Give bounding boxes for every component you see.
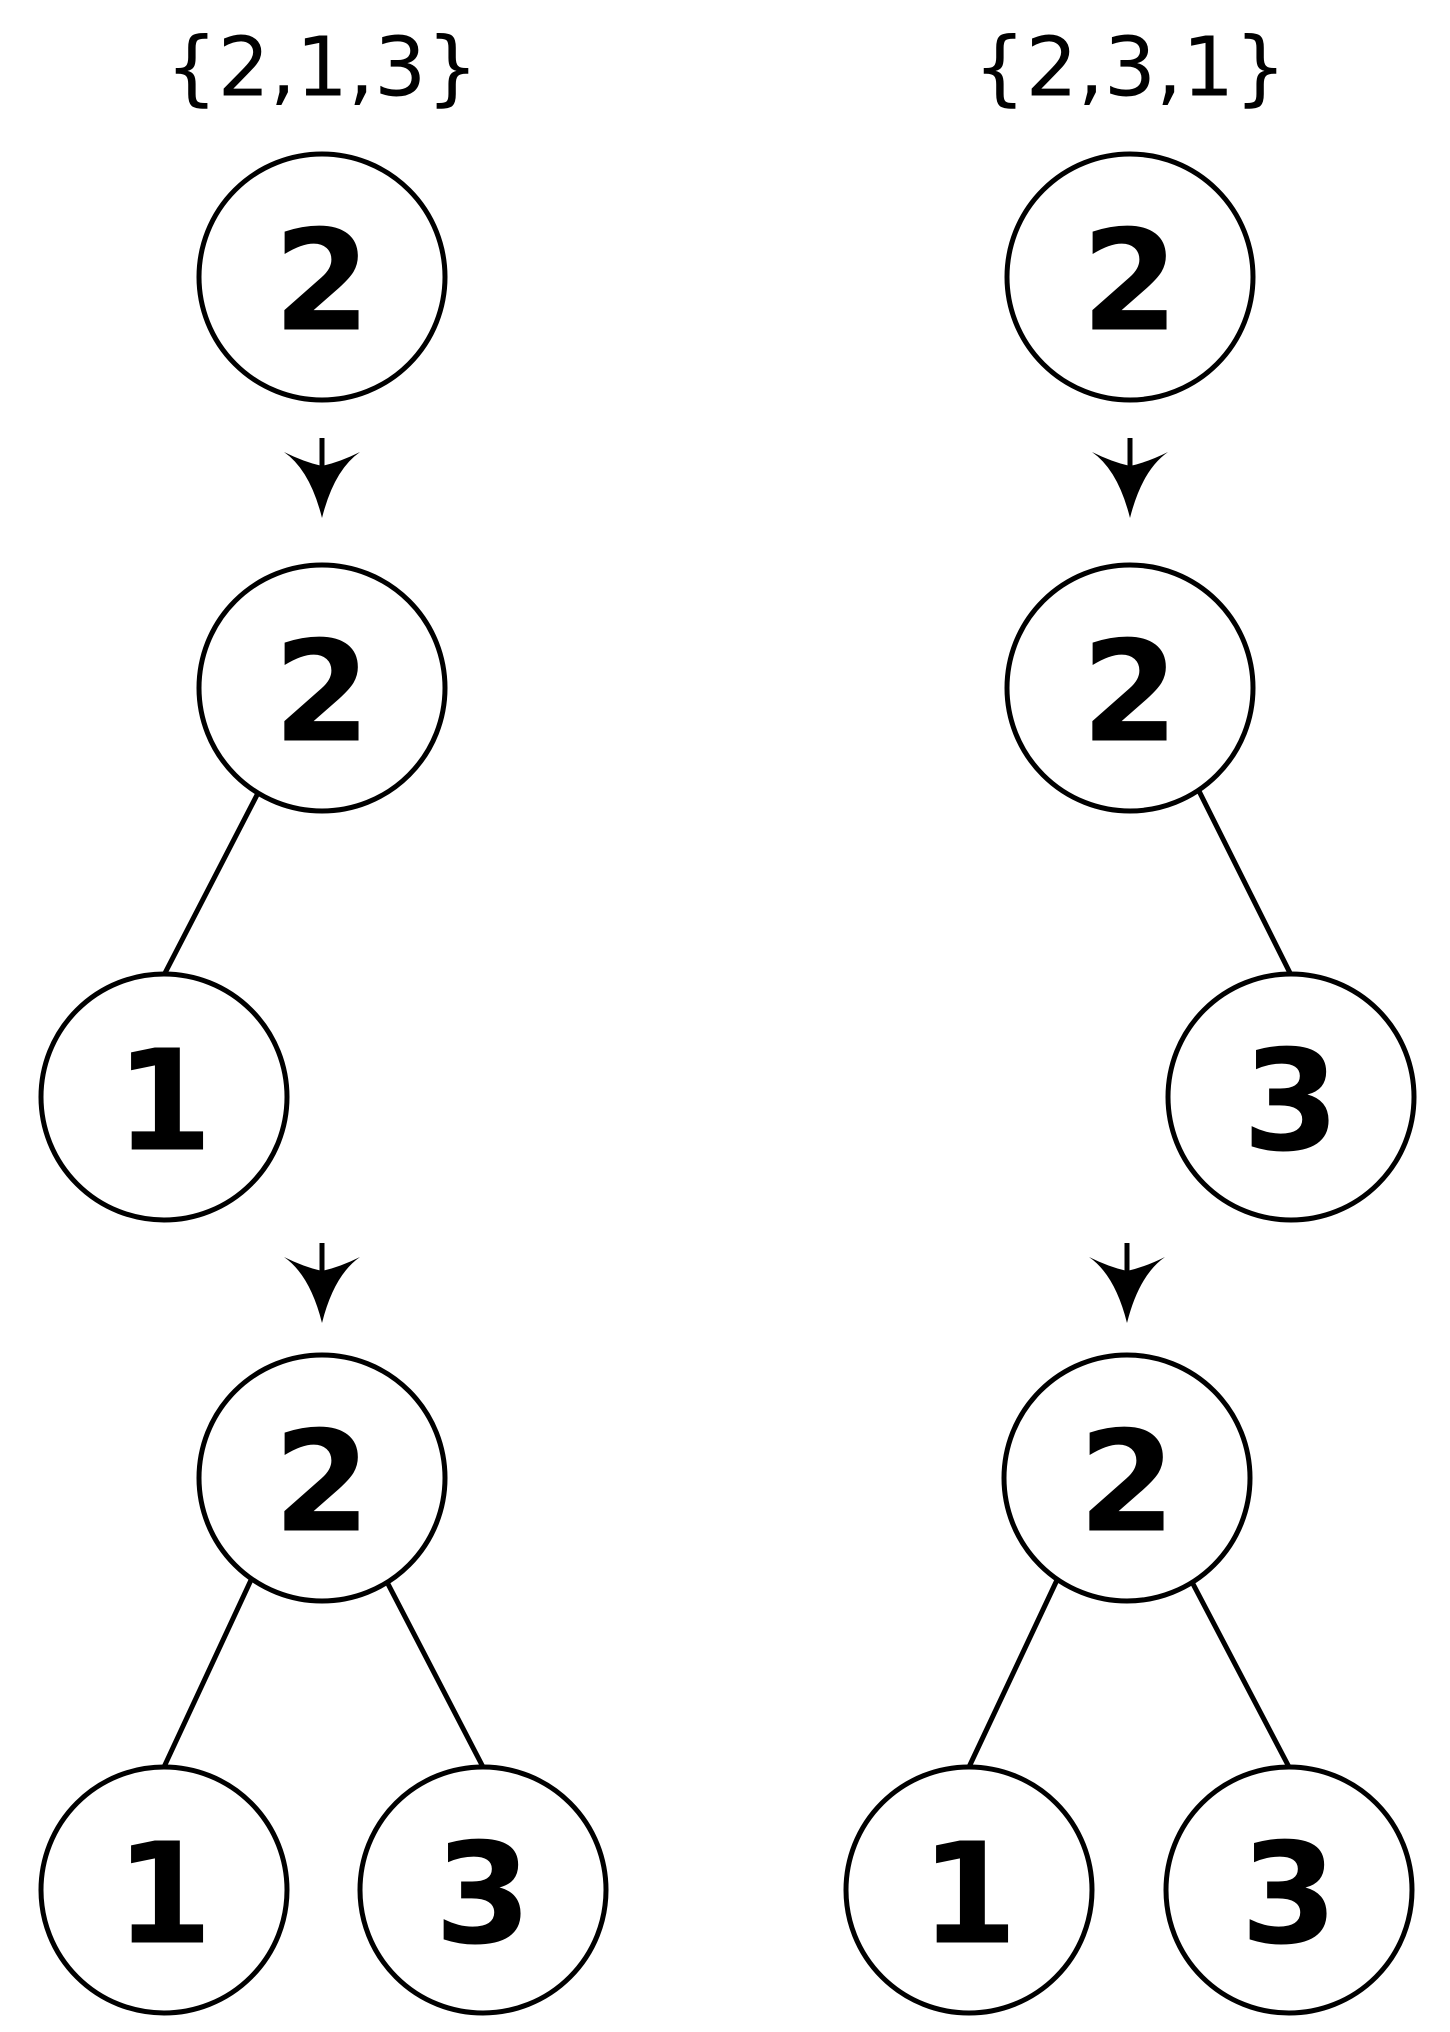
right-step2-edge-root-right (1196, 788, 1294, 978)
right-step2-right-node: 3 (1165, 971, 1417, 1223)
left-sequence-label: {2,1,3} (166, 21, 479, 116)
right-step3-edge-root-right (1189, 1579, 1292, 1770)
right-step2-right-label: 3 (1242, 1021, 1339, 1184)
left-arrow-1 (284, 438, 360, 518)
left-step1-root-label: 2 (273, 201, 370, 364)
left-panel: {2,1,3} 2 2 1 (38, 21, 609, 2016)
right-step2-root-node: 2 (1004, 562, 1256, 814)
left-step2-edge-root-left (161, 790, 261, 978)
left-step3-tree: 2 1 3 (38, 1352, 609, 2016)
right-step3-root-label: 2 (1078, 1402, 1175, 1565)
left-step3-left-node: 1 (38, 1764, 290, 2016)
left-step3-edge-root-left (161, 1577, 254, 1770)
left-step3-right-label: 3 (434, 1814, 531, 1977)
left-step2-root-node: 2 (196, 562, 448, 814)
right-step3-left-node: 1 (843, 1764, 1095, 2016)
right-step2-root-label: 2 (1081, 612, 1178, 775)
right-step1-root-label: 2 (1081, 201, 1178, 364)
left-step3-root-label: 2 (273, 1402, 370, 1565)
right-arrow-1 (1092, 438, 1168, 518)
right-step1-root-node: 2 (1004, 151, 1256, 403)
left-step3-left-label: 1 (115, 1814, 212, 1977)
left-step3-root-node: 2 (196, 1352, 448, 1604)
right-panel: {2,3,1} 2 2 3 (843, 21, 1417, 2016)
left-step3-right-node: 3 (357, 1764, 609, 2016)
left-step1-tree: 2 (196, 151, 448, 403)
right-step3-left-label: 1 (920, 1814, 1017, 1977)
right-step3-tree: 2 1 3 (843, 1352, 1415, 2016)
right-step3-right-node: 3 (1163, 1764, 1415, 2016)
left-step1-root-node: 2 (196, 151, 448, 403)
right-arrow-2 (1089, 1243, 1165, 1323)
left-step2-tree: 2 1 (38, 562, 448, 1223)
right-sequence-label: {2,3,1} (974, 21, 1287, 116)
right-step1-tree: 2 (1004, 151, 1256, 403)
left-step2-left-node: 1 (38, 971, 290, 1223)
left-arrow-2 (284, 1243, 360, 1323)
right-step2-tree: 2 3 (1004, 562, 1417, 1223)
left-step2-left-label: 1 (115, 1021, 212, 1184)
right-step3-right-label: 3 (1240, 1814, 1337, 1977)
left-step2-root-label: 2 (273, 612, 370, 775)
right-step3-edge-root-left (966, 1577, 1060, 1770)
right-step3-root-node: 2 (1001, 1352, 1253, 1604)
left-step3-edge-root-right (384, 1579, 486, 1770)
